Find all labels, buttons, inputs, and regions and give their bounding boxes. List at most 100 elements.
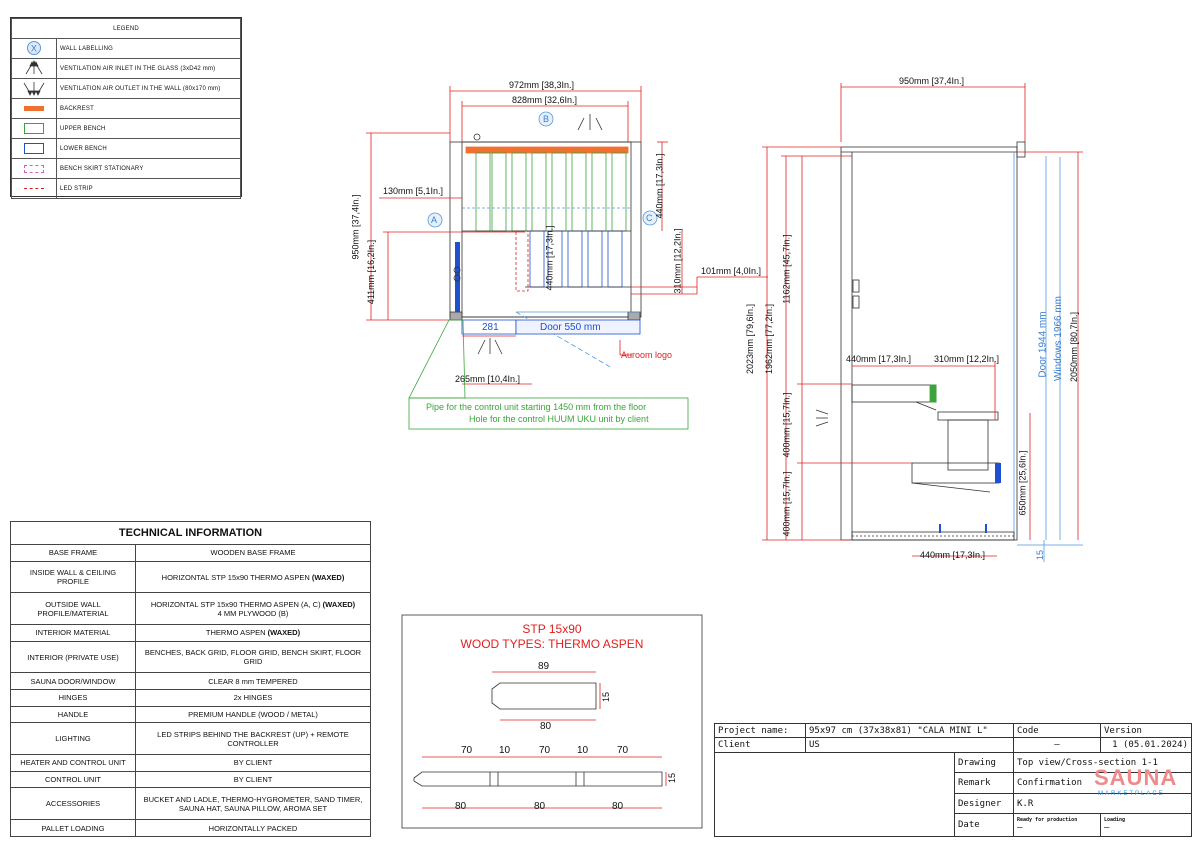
tech-title: TECHNICAL INFORMATION (10, 521, 371, 545)
dim-130: 130mm [5,1In.] (383, 186, 444, 196)
profile-dim-80c: 80 (612, 801, 624, 812)
windows-height: Windows 1966 mm (1053, 295, 1065, 382)
dim-440-right: 440mm [17,3In.] (654, 153, 665, 219)
wall-label-a: A (431, 215, 438, 225)
tech-key: INSIDE WALL & CEILING PROFILE (10, 560, 136, 594)
profile-dim-80b: 80 (534, 801, 546, 812)
tech-value: HORIZONTAL STP 15x90 THERMO ASPEN (WAXED… (135, 560, 371, 594)
wall-label-c: C (646, 213, 653, 223)
tech-key: PALLET LOADING (10, 819, 136, 837)
dim-2050: 2050mm [80,7In.] (1069, 311, 1080, 383)
profile-dim-10b: 10 (577, 745, 589, 756)
tech-key: ACCESSORIES (10, 787, 136, 821)
remark-label: Remark (954, 772, 1014, 794)
dim-15: 15 (1035, 549, 1046, 561)
code-value: – (1013, 737, 1101, 753)
tech-value: CLEAR 8 mm TEMPERED (135, 672, 371, 691)
legend-label: LED STRIP (56, 178, 241, 199)
dim-411: 411mm [16,2In.] (366, 239, 377, 305)
profile-dim-70c: 70 (617, 745, 629, 756)
dim-440-floor: 440mm [17,3In.] (920, 550, 986, 560)
tech-value: BY CLIENT (135, 754, 371, 772)
logo-note: Auroom logo (621, 350, 673, 360)
tech-key: HEATER AND CONTROL UNIT (10, 754, 136, 772)
dim-400-upper: 400mm [15,7In.] (781, 392, 792, 458)
dim-2023: 2023mm [79,6In.] (745, 303, 756, 375)
tech-value: 2x HINGES (135, 689, 371, 707)
tech-key: HANDLE (10, 705, 136, 724)
profile-dim-89: 89 (538, 661, 550, 672)
profile-title: STP 15x90 (522, 622, 582, 636)
ready-cell: Ready for production– (1013, 813, 1101, 837)
pipe-note: Pipe for the control unit starting 1450 … (426, 402, 647, 412)
legend-table: LEGEND X WALL LABELLING VENTILATION AIR … (10, 17, 242, 199)
dim-950-top: 950mm [37,4In.] (899, 76, 965, 86)
tech-key: INTERIOR (PRIVATE USE) (10, 640, 136, 674)
client-value: US (805, 737, 1014, 753)
dim-265: 265mm [10,4In.] (455, 374, 521, 384)
version-label: Version (1100, 722, 1192, 739)
dim-310-bench: 310mm [12,2In.] (934, 354, 1000, 364)
marketplace-logo-text: MARKETPLACE (1098, 791, 1165, 797)
hole-note: Hole for the control HUUM UKU unit by cl… (469, 414, 649, 424)
tech-value: HORIZONTAL STP 15x90 THERMO ASPEN (A, C)… (135, 592, 371, 626)
version-value: 1 (05.01.2024) (1100, 737, 1192, 753)
designer-label: Designer (954, 792, 1014, 815)
dim-281: 281 (482, 322, 499, 333)
section-view (762, 83, 1083, 562)
tech-value: WOODEN BASE FRAME (135, 544, 371, 562)
client-label: Client (714, 737, 806, 753)
tech-value: BY CLIENT (135, 770, 371, 789)
profile-dim-70b: 70 (539, 745, 551, 756)
tech-key: LIGHTING (10, 722, 136, 756)
profile-subtitle: WOOD TYPES: THERMO ASPEN (460, 637, 644, 651)
dim-101: 101mm [4,0In.] (701, 266, 762, 276)
profile-dim-15b: 15 (667, 772, 678, 784)
dim-440-bench: 440mm [17,3In.] (846, 354, 912, 364)
project-label: Project name: (714, 722, 806, 739)
dim-828: 828mm [32,6In.] (512, 95, 578, 105)
tech-key: HINGES (10, 689, 136, 707)
wall-label-b: B (543, 114, 550, 124)
date-label: Date (954, 813, 1014, 837)
dim-440-mid: 440mm [17,3In.] (544, 225, 555, 291)
title-block-blank (714, 751, 955, 838)
project-value: 95x97 cm (37x38x81) "CALA MINI L" (805, 722, 1014, 739)
sauna-logo: SAUNA (1094, 765, 1178, 790)
tech-value: THERMO ASPEN (WAXED) (135, 624, 371, 642)
code-label: Code (1013, 722, 1101, 739)
dim-1962: 1962mm [77,2In.] (764, 303, 775, 375)
tech-key: BASE FRAME (10, 544, 136, 562)
dim-310: 310mm [12,2In.] (672, 228, 683, 294)
profile-dim-10a: 10 (499, 745, 511, 756)
pink-dashed-rect-icon (11, 158, 57, 179)
profile-dim-70a: 70 (461, 745, 473, 756)
profile-dim-15: 15 (601, 691, 612, 703)
dim-400-lower: 400mm [15,7In.] (781, 471, 792, 537)
tech-key: SAUNA DOOR/WINDOW (10, 672, 136, 691)
tech-key: OUTSIDE WALL PROFILE/MATERIAL (10, 592, 136, 626)
tech-value: BENCHES, BACK GRID, FLOOR GRID, BENCH SK… (135, 640, 371, 674)
tech-value: PREMIUM HANDLE (WOOD / METAL) (135, 705, 371, 724)
tech-key: INTERIOR MATERIAL (10, 624, 136, 642)
profile-detail (401, 614, 703, 829)
tech-value: HORIZONTALLY PACKED (135, 819, 371, 837)
profile-dim-80a: 80 (455, 801, 467, 812)
tech-value: BUCKET AND LADLE, THERMO-HYGROMETER, SAN… (135, 787, 371, 821)
drawing-label: Drawing (954, 751, 1014, 774)
tech-value: LED STRIPS BEHIND THE BACKREST (UP) + RE… (135, 722, 371, 756)
top-view (366, 86, 768, 430)
profile-dim-80: 80 (540, 721, 552, 732)
title-block: Project name: 95x97 cm (37x38x81) "CALA … (714, 722, 1192, 838)
dim-972: 972mm [38,3In.] (509, 80, 575, 90)
svg-text:X: X (31, 43, 37, 53)
door-height: Door 1944 mm (1037, 311, 1049, 378)
loading-cell: Loading– (1100, 813, 1192, 837)
tech-key: CONTROL UNIT (10, 770, 136, 789)
dim-1162: 1162mm [45,7In.] (781, 234, 792, 304)
dim-950: 950mm [37,4In.] (350, 194, 361, 260)
dim-650: 650mm [25,6In.] (1017, 450, 1028, 516)
door-width: Door 550 mm (540, 322, 601, 333)
